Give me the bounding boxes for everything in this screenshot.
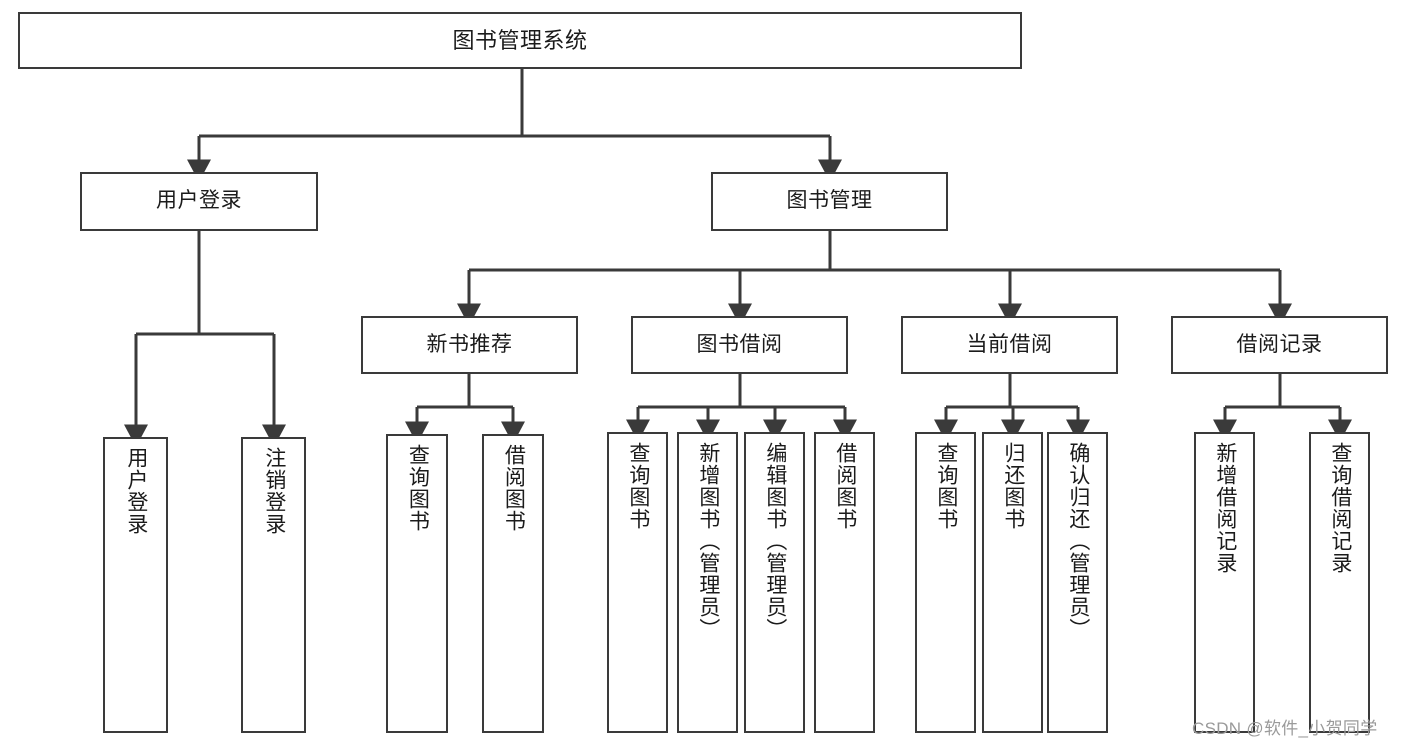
node-leaf-query-book-borrow[interactable]: 查询图书 — [607, 432, 668, 733]
node-label: 归还图书 — [1001, 442, 1025, 530]
node-new-book-recommend[interactable]: 新书推荐 — [361, 316, 578, 374]
node-leaf-user-logout[interactable]: 注销登录 — [241, 437, 306, 733]
node-leaf-add-borrow-record[interactable]: 新增借阅记录 — [1194, 432, 1255, 733]
node-leaf-query-borrow-record[interactable]: 查询借阅记录 — [1309, 432, 1370, 733]
node-book-management[interactable]: 图书管理 — [711, 172, 948, 231]
node-label: 图书管理系统 — [452, 27, 588, 53]
node-label: 借阅图书 — [502, 444, 526, 532]
node-label: 查询借阅记录 — [1328, 442, 1352, 574]
node-book-borrow[interactable]: 图书借阅 — [631, 316, 848, 374]
node-leaf-borrow-book[interactable]: 借阅图书 — [814, 432, 875, 733]
node-label: 编辑图书（管理员） — [763, 442, 787, 640]
node-user-login[interactable]: 用户登录 — [80, 172, 318, 231]
node-leaf-query-book-recommend[interactable]: 查询图书 — [386, 434, 448, 733]
node-label: 当前借阅 — [966, 332, 1053, 356]
node-label: 图书管理 — [786, 189, 873, 213]
node-leaf-user-login[interactable]: 用户登录 — [103, 437, 168, 733]
node-label: 确认归还（管理员） — [1066, 442, 1090, 640]
node-label: 借阅图书 — [833, 442, 857, 530]
node-leaf-query-book-current[interactable]: 查询图书 — [915, 432, 976, 733]
node-label: 查询图书 — [626, 442, 650, 530]
node-leaf-return-book[interactable]: 归还图书 — [982, 432, 1043, 733]
node-leaf-edit-book-admin[interactable]: 编辑图书（管理员） — [744, 432, 805, 733]
node-current-borrow[interactable]: 当前借阅 — [901, 316, 1118, 374]
node-label: 新增图书（管理员） — [696, 442, 720, 640]
node-leaf-confirm-return-admin[interactable]: 确认归还（管理员） — [1047, 432, 1108, 733]
node-label: 新增借阅记录 — [1213, 442, 1237, 574]
node-label: 新书推荐 — [426, 332, 513, 356]
node-label: 借阅记录 — [1236, 332, 1323, 356]
node-root-system[interactable]: 图书管理系统 — [18, 12, 1022, 69]
node-label: 注销登录 — [262, 447, 286, 535]
node-label: 用户登录 — [124, 447, 148, 535]
node-leaf-add-book-admin[interactable]: 新增图书（管理员） — [677, 432, 738, 733]
node-label: 查询图书 — [406, 444, 430, 532]
csdn-watermark: CSDN @软件_小贺同学 — [1192, 719, 1378, 738]
node-label: 图书借阅 — [696, 332, 783, 356]
node-label: 用户登录 — [156, 189, 242, 213]
node-leaf-borrow-book-recommend[interactable]: 借阅图书 — [482, 434, 544, 733]
node-borrow-record[interactable]: 借阅记录 — [1171, 316, 1388, 374]
node-label: 查询图书 — [934, 442, 958, 530]
